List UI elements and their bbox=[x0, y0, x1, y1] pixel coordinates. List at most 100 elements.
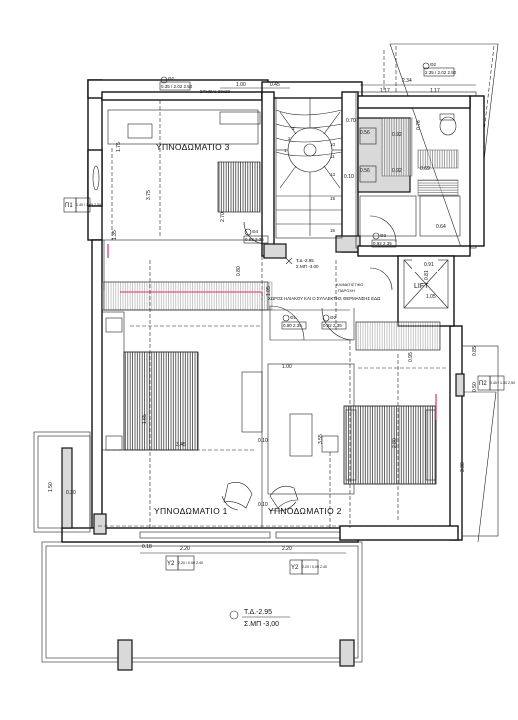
opening-tags: Θ2 0.35 / 2.02 2.50 Θ2 2.35 / 2.02 2.50 … bbox=[63, 62, 515, 575]
dim-label: 2.70 bbox=[220, 212, 226, 222]
dim-label: 0.85 bbox=[472, 346, 478, 356]
dim-label: 0.69 bbox=[420, 166, 430, 172]
stair-step-number: 15 bbox=[330, 196, 336, 201]
tag-label: Π2 bbox=[479, 381, 487, 387]
tag-label: Θ4 bbox=[252, 229, 259, 234]
level-labels: Τ.Δ -2.95 Σ.ΜΠ -3.00 Τ.Δ.-2.95 Σ.ΜΠ -3,0… bbox=[229, 257, 319, 628]
stair-core bbox=[261, 81, 363, 259]
tag-o4: Θ4 0.92 2.35 bbox=[243, 228, 269, 244]
tag-label: Π1 bbox=[65, 203, 73, 209]
tag-label: Υ2 bbox=[167, 561, 175, 567]
tag-value: 0.90 2.35 bbox=[283, 323, 302, 328]
bedroom-2 bbox=[267, 340, 499, 543]
tag-value: 1.40 / 1.05 2.50 bbox=[76, 203, 101, 207]
tag-y2-left: Υ2 2.20 / 0.00 2.40 bbox=[165, 555, 203, 571]
stair-rail-note: ΣΤΗΘΑΙ 20x20 bbox=[200, 89, 230, 94]
stair-step-number: 11 bbox=[330, 154, 335, 159]
tag-label: Θ2 bbox=[168, 76, 175, 81]
tag-o1: Θ1 0.90 2.35 bbox=[281, 314, 307, 330]
dim-label: 1.05 bbox=[266, 286, 272, 296]
dim-label: 0.18 bbox=[142, 544, 152, 550]
dim-label: 0.76 bbox=[416, 120, 422, 130]
room-label-bedroom-3: ΥΠΝΟΔΩΜΑΤΙΟ 3 bbox=[156, 142, 230, 152]
boiler-note: ΧΩΡΟΣ ΗΛΙΑΚΟΥ ΚΑΙ Ο ΣΥΛΛΕΚΤΗΣ ΘΕΡΜΑΝΣΗΣ … bbox=[268, 296, 381, 301]
tag-value: 2.20 / 0.00 2.40 bbox=[178, 561, 203, 565]
level-td-terrace: Τ.Δ.-2.95 bbox=[244, 609, 272, 616]
dim-label: 0.10 bbox=[344, 174, 354, 180]
dimension-labels: 1.00 0.45 2.34 1.17 1.17 3.75 1.75 1.35 … bbox=[48, 78, 478, 554]
dim-label: 1.65 bbox=[142, 414, 148, 424]
dim-label: 0.30 bbox=[66, 490, 76, 496]
stair-step-number: 13 bbox=[330, 172, 336, 177]
tag-value: 2.20 / 0.00 2.40 bbox=[302, 565, 327, 569]
dim-label: 1.00 bbox=[236, 82, 246, 88]
dim-label: 0.56 bbox=[360, 168, 370, 174]
tag-o2-top-right: Θ2 2.35 / 2.02 2.50 bbox=[422, 62, 457, 77]
dim-label: 2.20 bbox=[282, 546, 292, 552]
level-smp-terrace: Σ.ΜΠ -3,00 bbox=[244, 621, 279, 628]
boiler-small-note: ΚΛΙΜΑΤΙΣΤΙΚΟ bbox=[336, 282, 363, 287]
tag-p2: Π2 0.40 / 1.30 2.50 bbox=[477, 375, 515, 391]
tag-o2-door: Θ2 0.92 2.35 bbox=[321, 314, 347, 330]
dim-label: 3.75 bbox=[146, 190, 152, 200]
fire-small-note: ΠΑΡΟΧΗ bbox=[338, 288, 355, 293]
room-labels: ΥΠΝΟΔΩΜΑΤΙΟ 3 ΥΠΝΟΔΩΜΑΤΙΟ 1 ΥΠΝΟΔΩΜΑΤΙΟ … bbox=[154, 142, 429, 516]
stair-step-number: 3 bbox=[292, 126, 295, 131]
dim-label: 0.80 bbox=[236, 266, 242, 276]
tag-value: 2.35 / 2.02 2.50 bbox=[425, 70, 457, 75]
corridor bbox=[101, 215, 441, 528]
bedroom-3 bbox=[87, 99, 263, 300]
dim-label: 0.56 bbox=[360, 130, 370, 136]
tag-value: 0.92 2.35 bbox=[323, 323, 342, 328]
tag-label: Θ3 bbox=[380, 233, 387, 238]
dim-label: 1.05 bbox=[426, 294, 436, 300]
dim-label: 3.45 bbox=[176, 442, 186, 448]
stair-step-number: 16 bbox=[330, 228, 336, 233]
tag-y2-right: Υ2 2.20 / 0.00 2.40 bbox=[289, 559, 327, 575]
dim-label: 1.75 bbox=[116, 142, 122, 152]
terrace bbox=[41, 541, 363, 671]
dim-label: 1.00 bbox=[282, 364, 292, 370]
dim-label: 0.10 bbox=[258, 502, 268, 508]
notes: ΣΤΗΘΑΙ 20x20 ΧΩΡΟΣ ΗΛΙΑΚΟΥ ΚΑΙ Ο ΣΥΛΛΕΚΤ… bbox=[200, 89, 381, 301]
tag-o3: Θ3 0.92 2.35 bbox=[371, 232, 397, 248]
bedroom-1 bbox=[101, 311, 331, 528]
room-label-bedroom-1: ΥΠΝΟΔΩΜΑΤΙΟ 1 bbox=[154, 506, 228, 516]
tag-value: 0.35 / 2.02 2.50 bbox=[161, 84, 193, 89]
tag-value: 0.40 / 1.30 2.50 bbox=[490, 381, 515, 385]
dim-label: 0.50 bbox=[472, 382, 478, 392]
spiral-stair bbox=[275, 97, 343, 239]
dim-label: 0.92 bbox=[392, 132, 402, 138]
dim-label: 3.30 bbox=[460, 462, 466, 472]
tag-o2-top-left: Θ2 0.35 / 2.02 2.50 bbox=[159, 76, 193, 91]
room-label-lift: LIFT bbox=[414, 283, 429, 290]
stair-step-number: 1 bbox=[284, 148, 287, 153]
dim-label: 1.50 bbox=[48, 482, 54, 492]
dim-label: 3.55 bbox=[318, 434, 324, 444]
lift-shaft bbox=[397, 255, 455, 327]
tag-label: Υ2 bbox=[291, 565, 299, 571]
tag-label: Θ2 bbox=[430, 62, 437, 67]
dim-label: 2.34 bbox=[402, 78, 412, 84]
level-smp-interior: Σ.ΜΠ -3.00 bbox=[296, 264, 319, 269]
tag-p1: Π1 1.40 / 1.05 2.50 bbox=[63, 197, 101, 213]
dim-label: 2.20 bbox=[180, 546, 190, 552]
tag-label: Θ1 bbox=[290, 315, 297, 320]
dim-label: 0.10 bbox=[258, 438, 268, 444]
dim-label: 0.95 bbox=[408, 352, 414, 362]
dim-label: 0.91 bbox=[424, 262, 434, 268]
grid-lines bbox=[98, 100, 458, 528]
dim-label: 0.81 bbox=[424, 270, 430, 280]
stair-step-number: 10 bbox=[330, 142, 336, 147]
tag-value: 0.92 2.35 bbox=[373, 241, 392, 246]
dim-label: 1.17 bbox=[430, 88, 440, 94]
stair-step-number: 2 bbox=[288, 136, 291, 141]
dim-label: 0.70 bbox=[346, 118, 356, 124]
tag-label: Θ2 bbox=[330, 315, 337, 320]
dim-label: 0.92 bbox=[392, 168, 402, 174]
tag-value: 0.92 2.35 bbox=[245, 237, 264, 242]
dim-label: 0.64 bbox=[436, 224, 446, 230]
dim-label: 2.80 bbox=[392, 438, 398, 448]
room-label-bedroom-2: ΥΠΝΟΔΩΜΑΤΙΟ 2 bbox=[268, 506, 342, 516]
